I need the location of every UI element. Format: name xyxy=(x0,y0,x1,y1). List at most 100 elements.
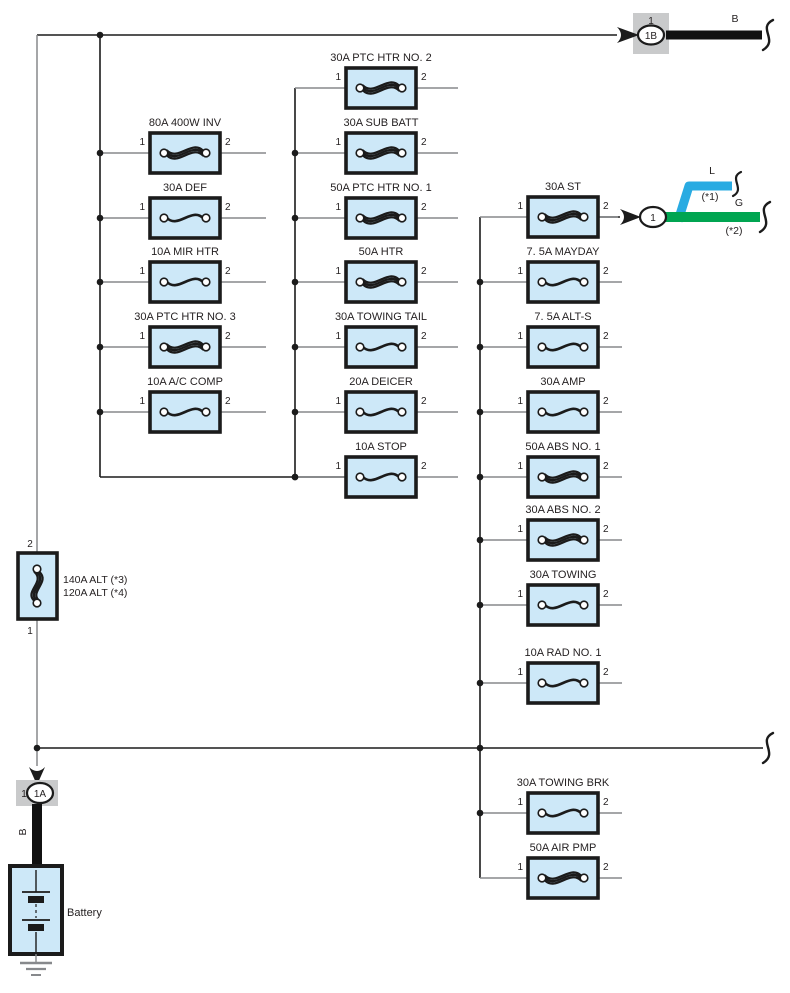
fuse-pin-2: 2 xyxy=(225,202,231,213)
fusible-link-element-icon xyxy=(361,280,401,289)
fuse-terminal xyxy=(537,342,547,352)
fuse-pin-1: 1 xyxy=(517,862,523,873)
fuse-terminal xyxy=(32,598,42,608)
wire-break-icon xyxy=(731,170,743,198)
fusible-link-element-icon xyxy=(361,81,401,90)
junction-dot xyxy=(96,31,104,39)
wire-g-label: G xyxy=(735,197,743,209)
junction-dot xyxy=(291,278,299,286)
fuse-pin-1: 1 xyxy=(335,396,341,407)
alt-link-label-2: 120A ALT (*4) xyxy=(63,587,127,599)
fuse-pin-1: 1 xyxy=(139,137,145,148)
arrow-right-icon xyxy=(617,27,639,43)
fuse-terminal xyxy=(397,148,407,158)
fuse-pin-1: 1 xyxy=(517,266,523,277)
fuse-element-icon xyxy=(543,808,583,818)
wire-break-icon xyxy=(761,731,775,765)
fusible-link-element-icon xyxy=(543,535,583,545)
junction-dot xyxy=(291,343,299,351)
fuse-pin-1: 1 xyxy=(517,524,523,535)
fuse-terminal xyxy=(579,472,589,482)
wire-l xyxy=(673,181,732,223)
junction-dot xyxy=(476,601,484,609)
fuse-pin-2: 2 xyxy=(603,667,609,678)
fuse-label: 30A DEF xyxy=(163,182,207,194)
fuse-terminal xyxy=(537,212,547,222)
fusible-link-element-icon xyxy=(165,342,205,352)
fuse-label: 50A ABS NO. 1 xyxy=(525,441,600,453)
fuse-pin-2: 2 xyxy=(603,797,609,808)
fusible-link-element-icon xyxy=(361,277,401,287)
fuse-pin-1: 1 xyxy=(139,396,145,407)
fuse-element-icon xyxy=(543,678,583,688)
fuse-terminal xyxy=(537,808,547,818)
fusible-link-element-icon xyxy=(361,151,401,160)
connector-1a-pin: 1 xyxy=(21,789,27,800)
fuse-terminal xyxy=(537,600,547,610)
junction-dot xyxy=(96,149,104,157)
fuse-label: 10A A/C COMP xyxy=(147,376,223,388)
fuse-label: 10A RAD NO. 1 xyxy=(524,647,601,659)
fuse-pin-1: 1 xyxy=(517,589,523,600)
fuse-label: 30A TOWING xyxy=(530,569,597,581)
fuse-pin-2: 2 xyxy=(603,331,609,342)
fuse-pin-2: 2 xyxy=(603,201,609,212)
fuse-pin-2: 2 xyxy=(603,396,609,407)
fuse-pin-1: 1 xyxy=(517,396,523,407)
fuse-label: 7. 5A ALT-S xyxy=(534,311,591,323)
fuse-pin-1: 1 xyxy=(335,331,341,342)
connector-1b-pin: 1 xyxy=(648,16,654,27)
connector-1b-oval xyxy=(636,24,666,46)
fuse-terminal xyxy=(355,148,365,158)
fuse-label: 80A 400W INV xyxy=(149,117,222,129)
fuse-pin-2: 2 xyxy=(603,862,609,873)
connector-1b-id: 1B xyxy=(645,31,658,42)
fusible-link-element-icon xyxy=(165,148,205,158)
arrow-right-icon xyxy=(620,209,641,225)
fuse-terminal xyxy=(537,472,547,482)
fuse-label: 30A AMP xyxy=(540,376,585,388)
fuse-element-icon xyxy=(361,342,401,352)
fuse-terminal xyxy=(579,600,589,610)
fuse-terminal xyxy=(579,407,589,417)
junction-dot xyxy=(476,536,484,544)
fuse-terminal xyxy=(537,277,547,287)
fuse-terminal xyxy=(201,148,211,158)
fuse-terminal xyxy=(579,678,589,688)
fusible-link-element-icon xyxy=(543,210,583,219)
fusible-link-element-icon xyxy=(543,470,583,479)
fusible-link-element-icon xyxy=(165,340,205,349)
fuse-terminal xyxy=(159,342,169,352)
wire-g-note: (*2) xyxy=(726,225,743,237)
wire-b-bottom-label: B xyxy=(17,828,29,835)
fuse-pin-1: 1 xyxy=(335,461,341,472)
junction-dot xyxy=(96,278,104,286)
fuse-pin-2: 2 xyxy=(603,524,609,535)
fuse-pin-1: 1 xyxy=(517,797,523,808)
fuse-terminal xyxy=(537,407,547,417)
junction-dot xyxy=(96,408,104,416)
fusible-link-element-icon xyxy=(32,570,42,603)
junction-dot xyxy=(476,278,484,286)
fuse-terminal xyxy=(32,564,42,574)
fuse-element-icon xyxy=(543,277,583,287)
fuse-pin-2: 2 xyxy=(421,202,427,213)
fuse-pin-2: 2 xyxy=(421,137,427,148)
junction-dot xyxy=(291,408,299,416)
fuse-terminal xyxy=(201,213,211,223)
fuse-terminal xyxy=(201,342,211,352)
fuse-pin-1: 1 xyxy=(335,72,341,83)
fuse-pin-1: 1 xyxy=(335,266,341,277)
fuse-terminal xyxy=(355,83,365,93)
